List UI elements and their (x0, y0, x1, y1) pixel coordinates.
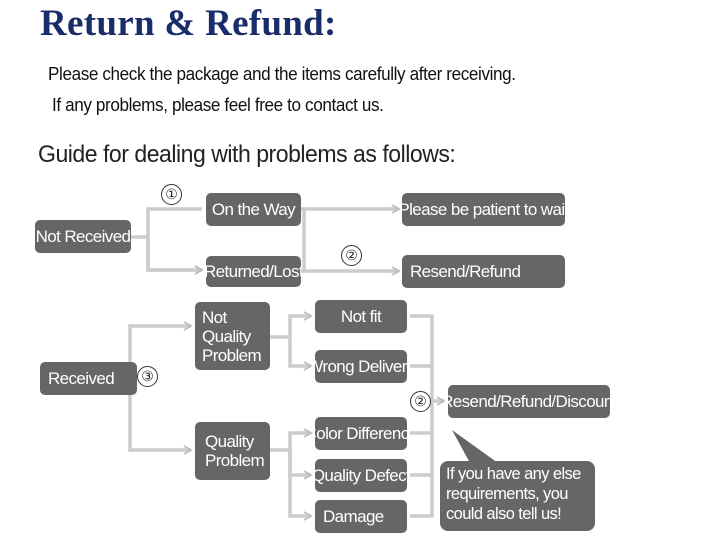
bubble-tail (452, 430, 498, 463)
on-the-way-box: On the Way (206, 193, 301, 226)
step-marker-2-bottom: ② (410, 391, 431, 412)
connector-not-quality (270, 311, 313, 339)
step-marker-3: ③ (137, 366, 158, 387)
damage-box: Damage (315, 500, 407, 533)
connector-not-received (131, 207, 202, 270)
connector-quality (270, 428, 313, 452)
step-marker-2-top: ② (341, 245, 362, 266)
guide-heading: Guide for dealing with problems as follo… (38, 141, 456, 168)
returned-lost-box: Returned/Lost (206, 256, 301, 287)
step-marker-1: ① (161, 184, 182, 205)
connector-collector (410, 314, 434, 518)
not-quality-problem-box: Not Quality Problem (195, 302, 270, 370)
wrong-delivery-box: Wrong Delivery (315, 350, 407, 383)
quality-defect-box: Quality Defect (315, 459, 407, 492)
page-title: Return & Refund: (40, 3, 337, 44)
resend-refund-discount-box: Resend/Refund/Discount (448, 385, 610, 418)
resend-refund-box: Resend/Refund (402, 255, 565, 288)
not-fit-box: Not fit (315, 300, 407, 333)
quality-problem-box: Quality Problem (195, 422, 270, 480)
received-box: Received (40, 362, 137, 395)
patient-wait-box: Please be patient to wait (402, 193, 565, 226)
intro-line-2: If any problems, please feel free to con… (52, 95, 384, 115)
color-difference-box: Color Difference (315, 417, 407, 450)
speech-bubble: If you have any else requirements, you c… (440, 461, 595, 531)
not-received-box: Not Received (35, 220, 131, 253)
intro-line-1: Please check the package and the items c… (48, 64, 516, 84)
